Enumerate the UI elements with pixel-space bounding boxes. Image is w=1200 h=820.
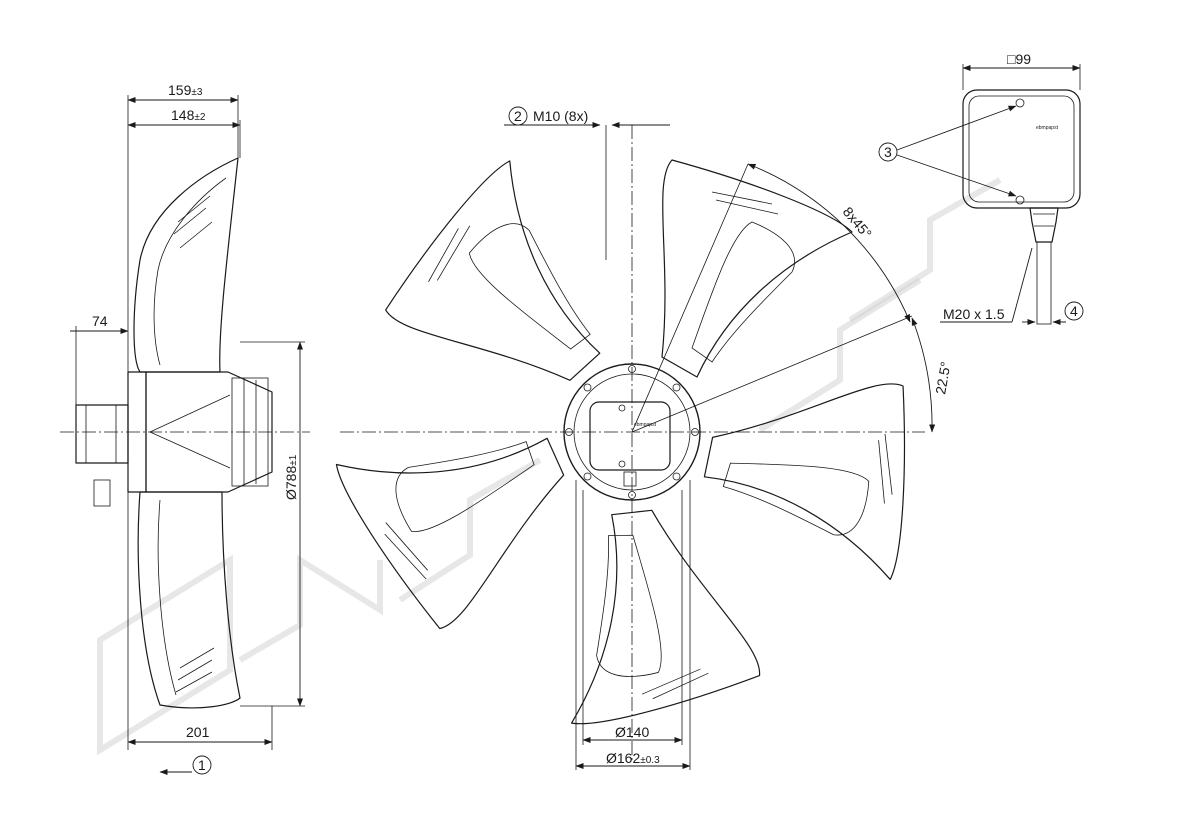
callout-4: 4 xyxy=(1070,303,1078,319)
fan-blade xyxy=(335,437,565,630)
side-blade-upper xyxy=(133,157,239,373)
fan-blade xyxy=(570,509,761,725)
dim-square: □99 xyxy=(1007,51,1031,67)
dim-outer-diameter: Ø162±0.3 xyxy=(606,750,660,766)
dim-depth-total: 159±3 xyxy=(168,82,203,98)
fan-blade xyxy=(385,160,601,381)
dim-base: 201 xyxy=(186,724,210,740)
terminal-brand-label: ebmpapst xyxy=(1036,125,1059,131)
callout-1: 1 xyxy=(198,757,206,773)
side-blade-lower xyxy=(137,491,241,709)
terminal-box-detail: ebmpapst □99 3 M20 x 1.5 4 xyxy=(878,51,1084,325)
angle-pattern: 8x45° xyxy=(840,204,875,242)
side-hub-boss xyxy=(75,404,129,464)
callout-2: 2 xyxy=(514,108,522,124)
fan-blade xyxy=(661,159,853,378)
front-view-dimensions: 2 M10 (8x) 8x45° 22.5° Ø140 Ø162±0.3 xyxy=(340,106,954,770)
side-motor xyxy=(145,371,273,493)
cable-gland xyxy=(1029,207,1059,243)
dim-depth-guard: 148±2 xyxy=(171,107,206,123)
dim-diameter: Ø788±1 xyxy=(283,454,299,500)
mounting-holes xyxy=(565,365,699,499)
hub-terminal-box xyxy=(589,401,671,471)
terminal-box-body xyxy=(962,89,1081,209)
terminal-screw-bottom xyxy=(1015,195,1025,205)
gland-label: M20 x 1.5 xyxy=(943,306,1005,322)
side-view xyxy=(60,157,310,709)
angle-offset: 22.5° xyxy=(932,360,953,395)
fan-blade xyxy=(703,383,906,581)
dim-inner-diameter: Ø140 xyxy=(615,724,649,740)
thread-label: M10 (8x) xyxy=(533,108,588,124)
terminal-screw-top xyxy=(1015,98,1025,108)
callout-3: 3 xyxy=(884,144,892,160)
side-view-dimensions: 159±3 148±2 74 Ø788±1 201 1 xyxy=(70,82,305,775)
dim-hub: 74 xyxy=(92,313,108,329)
hub-brand-label: ebmpapst xyxy=(634,422,657,428)
watermark xyxy=(97,177,1002,756)
